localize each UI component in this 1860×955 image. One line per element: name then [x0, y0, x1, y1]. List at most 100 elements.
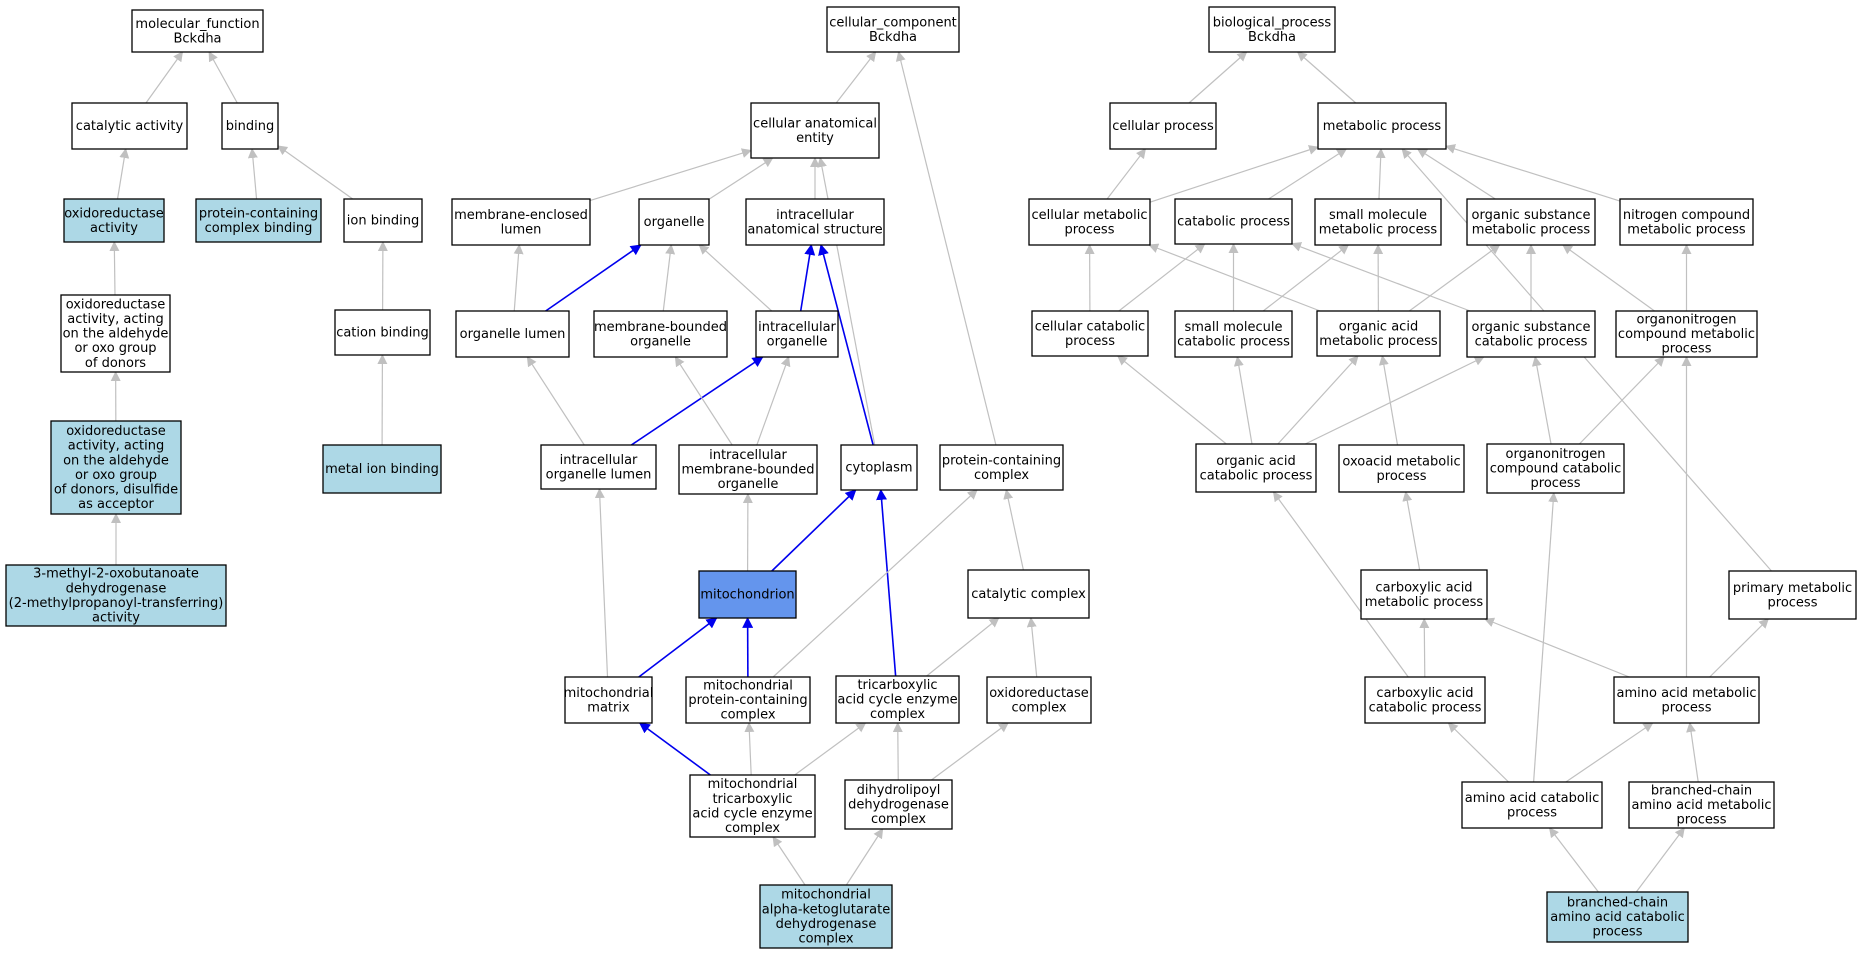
node-metalbind[interactable]: metal ion binding — [322, 444, 442, 494]
node-box — [1466, 310, 1596, 358]
node-label-line: metal ion binding — [325, 462, 439, 477]
node-mito[interactable]: mitochondrion — [698, 570, 797, 619]
node-label-line: amino acid metabolic — [1632, 798, 1772, 813]
edge-ionbind-to-binding — [277, 145, 354, 200]
edge-binding-to-mf — [208, 51, 238, 104]
node-box — [451, 198, 591, 246]
edge-makgdh-to-mtcaenz — [772, 836, 806, 886]
node-box — [1486, 443, 1625, 494]
node-box — [593, 310, 728, 358]
node-cellproc[interactable]: cellular process — [1109, 102, 1217, 150]
node-label-line: process — [1662, 700, 1712, 715]
node-label-line: membrane-enclosed — [454, 208, 588, 223]
node-box — [986, 676, 1092, 724]
node-catalytic[interactable]: catalytic activity — [71, 102, 188, 150]
edge-osmet-to-metproc — [1416, 148, 1496, 200]
node-label-line: on the aldehyde — [63, 327, 169, 342]
edge-cytoplasm-to-ias — [818, 243, 874, 446]
node-label-line: Bckdha — [1248, 30, 1296, 45]
node-box — [1028, 198, 1151, 246]
edge-iol-to-olumen — [526, 356, 585, 446]
node-label-line: mitochondrial — [564, 686, 654, 701]
node-label-line: mitochondrial — [781, 888, 871, 903]
node-box — [759, 884, 893, 949]
node-label-line: organelle — [767, 334, 828, 349]
node-olumen[interactable]: organelle lumen — [455, 310, 570, 358]
edge-organelle-to-cae — [708, 157, 774, 200]
edge-tcaenz-to-catcomplex — [926, 617, 1000, 677]
edge-imbo-to-io — [756, 356, 791, 446]
edge-cae-to-cc — [835, 51, 877, 104]
edge-mtcaenz-to-tcaenz — [794, 722, 867, 776]
node-label-line: dehydrogenase — [848, 798, 949, 813]
node-box — [322, 444, 442, 494]
node-box — [131, 9, 264, 53]
node-catcomplex[interactable]: catalytic complex — [967, 569, 1090, 619]
node-catproc[interactable]: catabolic process — [1174, 198, 1293, 245]
edge-io-to-organelle — [698, 244, 773, 312]
node-box — [1314, 198, 1442, 246]
node-organelle[interactable]: organelle — [638, 198, 710, 246]
node-cytoplasm[interactable]: cytoplasm — [840, 444, 918, 491]
node-bckdh_act[interactable]: 3-methyl-2-oxobutanoatedehydrogenase(2-m… — [5, 564, 227, 627]
node-label-line: activity, acting — [68, 439, 165, 454]
node-cationbind[interactable]: cation binding — [334, 309, 431, 356]
node-box — [1031, 310, 1149, 357]
node-binding[interactable]: binding — [221, 102, 279, 150]
edge-bcaacat-to-aacat — [1548, 827, 1599, 893]
node-label-line: nitrogen compound — [1623, 208, 1750, 223]
node-makgdh[interactable]: mitochondrialalpha-ketoglutaratedehydrog… — [759, 884, 893, 949]
edge-makgdh-to-dhld — [845, 828, 884, 886]
node-label-line: complex — [798, 931, 853, 946]
node-label-line: organic acid — [1339, 319, 1418, 334]
node-ionbind[interactable]: ion binding — [343, 198, 423, 243]
node-label-line: intracellular — [776, 208, 854, 223]
node-metproc[interactable]: metabolic process — [1317, 102, 1447, 150]
node-box — [1195, 443, 1317, 493]
edge-bcaacat-to-bcaamet — [1635, 827, 1685, 893]
node-box — [195, 198, 322, 243]
edge-oxoacid-to-oamet — [1378, 355, 1399, 446]
edge-iol-to-io — [630, 356, 764, 446]
